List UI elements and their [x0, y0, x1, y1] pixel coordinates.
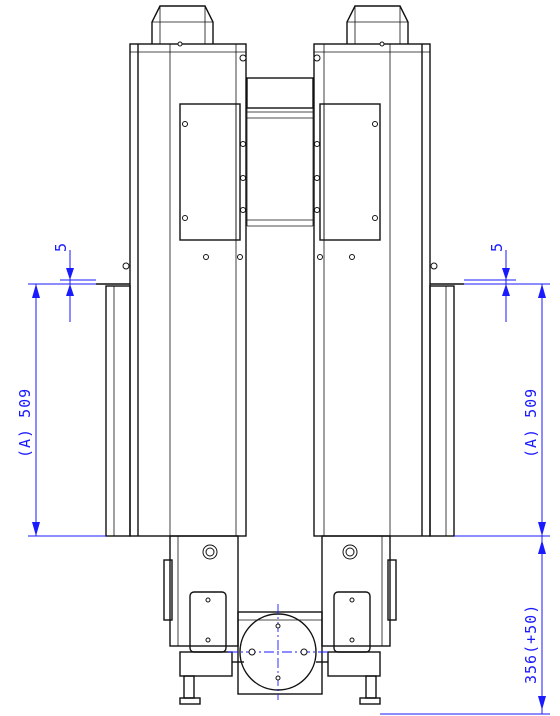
dimension-bottom	[380, 536, 550, 715]
fasteners	[122, 41, 438, 643]
right-gap-label: 5	[488, 242, 506, 252]
center-motor	[228, 604, 330, 700]
dimension-left	[28, 250, 106, 537]
dimension-right	[454, 250, 550, 537]
right-column	[313, 43, 464, 705]
left-top-cap	[151, 5, 214, 44]
bottom-height-label: 356(+50)	[522, 604, 540, 684]
left-gap-label: 5	[52, 242, 70, 252]
left-column	[96, 43, 247, 705]
right-top-cap	[346, 5, 409, 44]
right-height-label: (A) 509	[522, 388, 540, 458]
center-bridge	[246, 77, 314, 227]
left-height-label: (A) 509	[16, 388, 34, 458]
